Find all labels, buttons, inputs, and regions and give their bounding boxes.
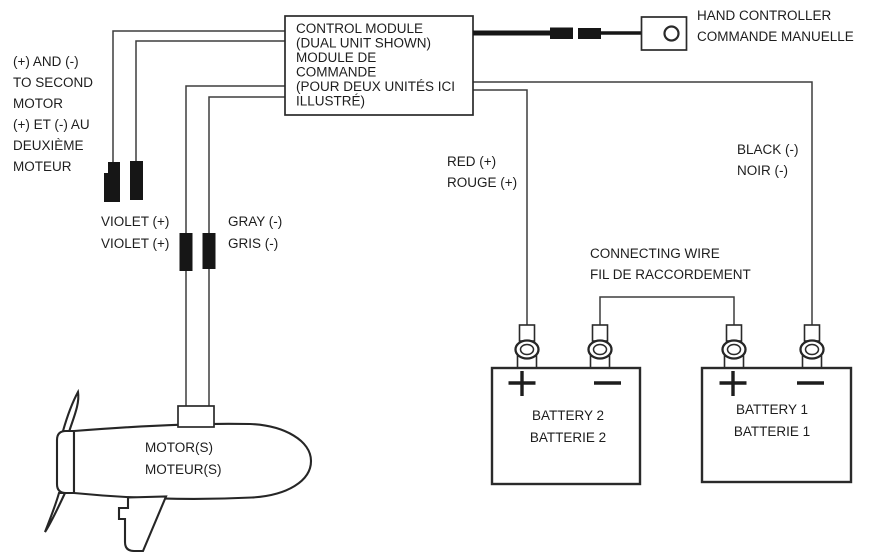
red-wire-label: RED (+) [447,154,496,169]
hand-controller-label: COMMANDE MANUELLE [697,29,854,44]
control-module-label: (POUR DEUX UNITÉS ICI [296,79,455,94]
second-motor-note: (+) AND (-) TO SECOND MOTOR (+) ET (-) A… [13,54,93,174]
motor: MOTOR(S) MOTEUR(S) [44,388,313,553]
second-motor-note-line: MOTEUR [13,159,72,174]
gray-wire-label: GRAY (-) [228,214,282,229]
terminal-lug [725,324,743,342]
gray-wire [208,96,285,233]
plus-icon [719,371,747,396]
second-motor-wires [104,30,285,202]
hand-controller-label: HAND CONTROLLER [697,8,832,23]
control-module: CONTROL MODULE (DUAL UNIT SHOWN) MODULE … [284,15,474,116]
cable-plug-icon [550,27,573,39]
battery2-negative-terminal [587,324,613,370]
battery2-label: BATTERY 2 [532,408,604,423]
motor-shaft-collar [177,405,215,428]
wire-connector-icon [104,162,120,202]
violet-wire-label: VIOLET (+) [101,214,169,229]
second-motor-note-line: TO SECOND [13,75,93,90]
battery1-label: BATTERIE 1 [734,424,810,439]
black-wire-label: BLACK (-) [737,142,799,157]
propeller-blade-icon [44,491,67,533]
black-wire-label: NOIR (-) [737,163,788,178]
ring-terminal-hole [726,343,742,356]
battery-1: BATTERY 1 BATTERIE 1 [700,366,853,484]
ring-terminal-hole [592,343,608,356]
battery-2: BATTERY 2 BATTERIE 2 [490,366,642,486]
second-motor-note-line: (+) AND (-) [13,54,79,69]
connecting-wire-label: CONNECTING WIRE [590,246,720,261]
terminal-lug [803,324,821,342]
second-motor-note-line: DEUXIÈME [13,138,84,153]
second-motor-wire-1 [112,30,285,162]
control-module-label: COMMANDE [296,65,376,80]
wire-connector-icon [202,233,216,269]
battery2-box [490,366,642,486]
motor-skeg [117,495,168,553]
plus-icon [508,371,536,396]
ring-terminal-hole [804,343,820,356]
wire-connector-icon [130,161,143,200]
connecting-wire [599,296,735,325]
violet-wire-label: VIOLET (+) [101,236,169,251]
battery1-negative-terminal [799,324,825,370]
gray-wire-label: GRIS (-) [228,236,278,251]
motor-nose-cap [55,429,76,495]
black-negative-wire [472,81,813,325]
control-module-label: CONTROL MODULE [296,21,423,36]
violet-wire [185,85,285,233]
battery1-label: BATTERY 1 [736,402,808,417]
battery2-positive-terminal [514,324,540,370]
cable-plug-icon [578,28,601,39]
controller-button-icon [663,25,680,42]
hand-controller: HAND CONTROLLER COMMANDE MANUELLE [473,8,854,51]
motor-label: MOTEUR(S) [145,462,222,477]
second-motor-wire-2 [135,40,285,161]
control-module-label: ILLUSTRÉ) [296,94,365,109]
red-wire-label: ROUGE (+) [447,175,517,190]
battery2-label: BATTERIE 2 [530,430,606,445]
control-module-label: MODULE DE [296,50,376,65]
motor-lead-wires [179,85,285,406]
control-module-box [284,15,474,116]
motor-label: MOTOR(S) [145,440,213,455]
propeller-blade-icon [61,388,80,434]
wire-connector-icon [179,233,193,271]
battery1-positive-terminal [721,324,747,370]
connecting-wire-label: FIL DE RACCORDEMENT [590,267,751,282]
second-motor-note-line: MOTOR [13,96,63,111]
ring-terminal-hole [519,343,535,356]
terminal-lug [591,324,609,342]
terminal-lug [518,324,536,342]
battery-wires [472,81,813,325]
control-module-label: (DUAL UNIT SHOWN) [296,36,431,51]
battery1-box [700,366,853,484]
second-motor-note-line: (+) ET (-) AU [13,117,90,132]
red-positive-wire [472,89,528,325]
